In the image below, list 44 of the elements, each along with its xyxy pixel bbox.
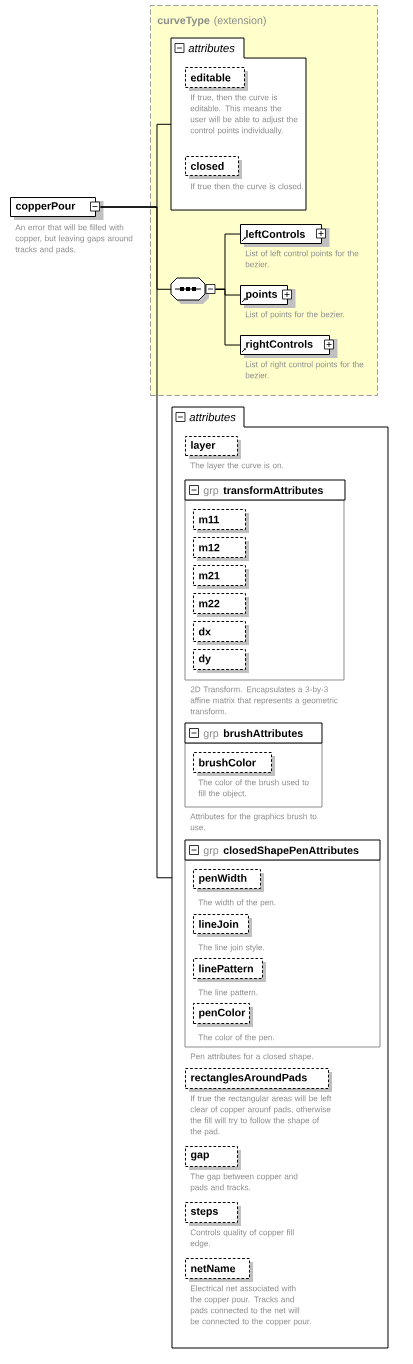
attribute-box: layer <box>185 436 241 459</box>
description-text: The color of the pen. <box>198 1034 274 1042</box>
element-box: copperPour <box>10 197 104 220</box>
description-text: The line pattern. <box>198 989 258 997</box>
attribute-box: penColor <box>193 1003 253 1027</box>
attribute-box: gap <box>185 1146 241 1170</box>
description-text: List of left control points for the bezier. <box>245 250 359 268</box>
attribute-box: closed <box>185 156 242 179</box>
element-box: points <box>240 285 296 308</box>
description-text: If true the rectangular areas will be left clear of copper arounf pads, otherwise the fill will try to follow the shape of the pad. <box>190 1095 332 1136</box>
description-text: The gap between copper and pads and tracks. <box>190 1173 298 1192</box>
description-text: List of points for the bezier. <box>245 311 344 319</box>
attribute-box: dy <box>193 649 249 673</box>
description-text: List of right control points for the bezier. <box>245 361 364 379</box>
attribute-box: steps <box>185 1202 241 1226</box>
description-text: If true, then the curve is editable. This means the user will be able to adjust the control points individually. <box>190 94 298 135</box>
attribute-box: m22 <box>193 593 249 617</box>
attribute-box: penWidth <box>193 869 264 892</box>
attribute-box: m21 <box>193 565 249 589</box>
attribute-box: editable <box>185 67 248 91</box>
element-box: rightControls <box>240 335 338 358</box>
attribute-box: linePattern <box>193 958 266 982</box>
description-text: Pen attributes for a closed shape. <box>190 1053 313 1061</box>
sequence-symbol <box>170 277 216 304</box>
description-text: The color of the brush used to fill the object. <box>198 779 309 798</box>
connector-line <box>100 206 173 879</box>
description-text: The line join style. <box>198 944 264 952</box>
attribute-box: dx <box>193 621 249 645</box>
attribute-box: netName <box>185 1258 253 1282</box>
description-text: Electrical net associated with the copper pour. Tracks and pads connected to the net will be connected to the copper pour. <box>190 1285 311 1326</box>
attribute-box: lineJoin <box>193 914 252 937</box>
description-text: Controls quality of copper fill edge. <box>190 1229 294 1248</box>
description-text: An error that will be filled with copper, but leaving gaps around tracks and pads. <box>15 224 133 254</box>
attribute-box: rectanglesAroundPads <box>185 1068 332 1092</box>
attribute-box: brushColor <box>193 752 275 776</box>
description-text: The layer the curve is on. <box>190 462 284 470</box>
element-box: leftControls <box>240 224 330 247</box>
attribute-box: m12 <box>193 537 249 561</box>
description-text: Attributes for the graphics brush to use. <box>190 813 317 831</box>
description-text: If true then the curve is closed. <box>191 183 303 190</box>
connector-line <box>215 288 241 346</box>
description-text: The width of the pen. <box>198 899 276 907</box>
description-text: 2D Transform. Encapsulates a 3-by-3 affine matrix that represents a geometric transform. <box>190 686 338 715</box>
attribute-box: m11 <box>193 509 249 533</box>
